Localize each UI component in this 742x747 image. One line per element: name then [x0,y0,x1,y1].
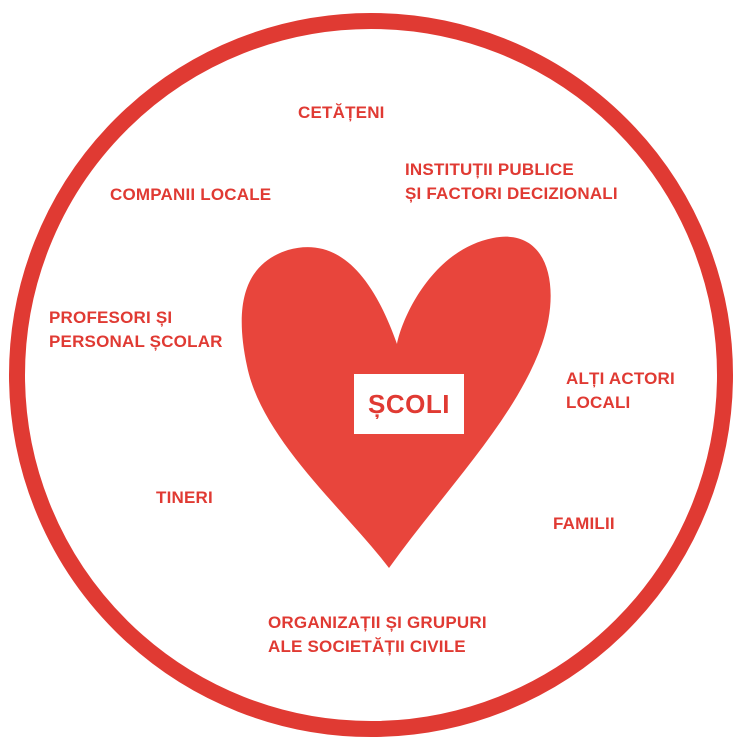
label-alti-line1: ALȚI ACTORI [566,369,675,388]
label-institutii-line1: INSTITUȚII PUBLICE [405,160,574,179]
label-cetateni-text: CETĂȚENI [298,103,385,122]
label-tineri: TINERI [156,486,213,510]
label-cetateni: CETĂȚENI [298,101,385,125]
label-familii: FAMILII [553,512,615,536]
center-label-box: ȘCOLI [354,374,464,434]
label-profesori-line1: PROFESORI ȘI [49,308,173,327]
label-organizatii: ORGANIZAȚII ȘI GRUPURI ALE SOCIETĂȚII CI… [268,611,487,659]
label-institutii-line2: ȘI FACTORI DECIZIONALI [405,184,618,203]
label-institutii-publice: INSTITUȚII PUBLICE ȘI FACTORI DECIZIONAL… [405,158,618,206]
center-label: ȘCOLI [368,388,450,419]
label-profesori: PROFESORI ȘI PERSONAL ȘCOLAR [49,306,223,354]
label-organizatii-line2: ALE SOCIETĂȚII CIVILE [268,637,466,656]
label-profesori-line2: PERSONAL ȘCOLAR [49,332,223,351]
label-familii-text: FAMILII [553,514,615,533]
label-alti-line2: LOCALI [566,393,631,412]
label-tineri-text: TINERI [156,488,213,507]
label-organizatii-line1: ORGANIZAȚII ȘI GRUPURI [268,613,487,632]
label-companii-text: COMPANII LOCALE [110,185,272,204]
outer-ring [9,13,733,737]
label-companii-locale: COMPANII LOCALE [110,183,271,207]
label-alti-actori: ALȚI ACTORI LOCALI [566,367,675,415]
